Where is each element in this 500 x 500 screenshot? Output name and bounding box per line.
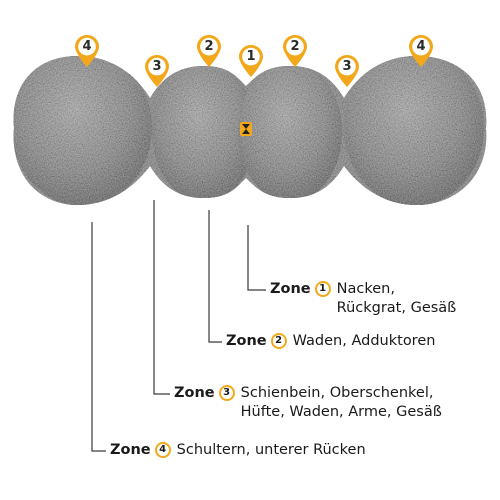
zone-description-line: Schultern, unterer Rücken (176, 442, 366, 458)
zone-number-badge: 1 (314, 281, 331, 297)
pin-number: 4 (416, 39, 426, 54)
leader-line-zone-3 (153, 200, 170, 395)
leader-line-zone-1 (247, 225, 266, 291)
zone-description-line: Waden, Adduktoren (292, 333, 436, 349)
zone-description-line: Hüfte, Waden, Arme, Gesäß (240, 404, 442, 420)
zone-description-line: Rückgrat, Gesäß (336, 300, 457, 316)
zone-pin-1: 1 (238, 44, 264, 78)
zone-number-badge: 2 (270, 333, 287, 349)
map-pin-icon (283, 35, 307, 67)
zone-2-legend: Zone 2 Waden, Adduktoren (226, 332, 435, 351)
pin-number: 3 (152, 59, 162, 74)
zone-1-legend: Zone 1 Nacken, Rückgrat, Gesäß (270, 280, 456, 318)
zone-pin-4-left: 4 (74, 34, 100, 68)
map-pin-icon (335, 55, 359, 87)
zone-description: Schultern, unterer Rücken (177, 441, 366, 460)
zone-description: Waden, Adduktoren (293, 332, 436, 351)
pin-number: 2 (204, 39, 214, 54)
zone-pin-4-right: 4 (408, 34, 434, 68)
leader-lines (91, 200, 266, 452)
pin-number: 3 (342, 59, 352, 74)
leader-line-zone-4 (91, 222, 106, 452)
pin-number: 2 (290, 39, 300, 54)
hourglass-logo-icon (240, 122, 252, 136)
map-pin-icon (197, 35, 221, 67)
map-pin-icon (409, 35, 433, 67)
zone-4-legend: Zone 4 Schultern, unterer Rücken (110, 441, 366, 460)
zone-pin-2-right: 2 (282, 34, 308, 68)
leader-line-zone-2 (208, 210, 222, 343)
zone-label: Zone (174, 385, 215, 401)
zone-label: Zone (110, 442, 151, 458)
pin-number: 1 (246, 49, 256, 64)
zone-description-line: Schienbein, Oberschenkel, (240, 385, 434, 401)
map-pin-icon (75, 35, 99, 67)
zone-pin-3-left: 3 (144, 54, 170, 88)
pin-number: 4 (82, 39, 92, 54)
zone-description: Nacken, Rückgrat, Gesäß (337, 280, 457, 318)
zone-number-badge: 3 (218, 385, 235, 401)
map-pin-icon (145, 55, 169, 87)
zone-pin-3-right: 3 (334, 54, 360, 88)
zone-3-legend: Zone 3 Schienbein, Oberschenkel, Hüfte, … (174, 384, 442, 422)
map-pin-icon (239, 45, 263, 77)
zone-pin-2-left: 2 (196, 34, 222, 68)
zone-description: Schienbein, Oberschenkel, Hüfte, Waden, … (241, 384, 442, 422)
zone-description-line: Nacken, (336, 281, 395, 297)
zone-number-badge: 4 (154, 442, 171, 458)
zone-label: Zone (270, 281, 311, 297)
zone-label: Zone (226, 333, 267, 349)
